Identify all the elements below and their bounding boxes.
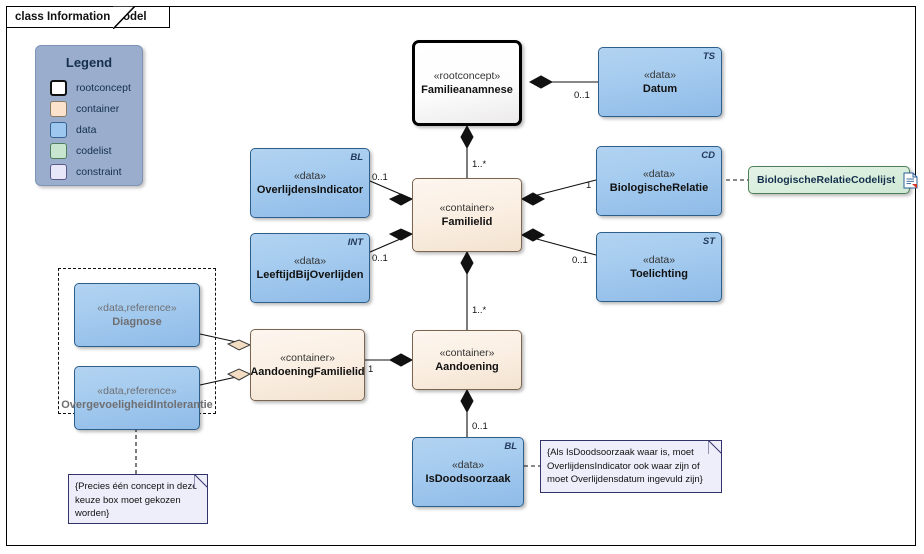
class-isdoodsoorzaak-stereotype: «data» [451,459,485,471]
class-aandoening[interactable]: «container» Aandoening [412,330,522,390]
legend-rows: rootconcept container data codelist cons… [50,78,142,182]
note-fold-corner-2 [707,439,723,455]
legend-title: Legend [65,55,113,70]
class-overlijdensindicator-type: BL [350,152,363,163]
note-keuzebox-text: {Precies één concept in deze keuze box m… [75,481,198,519]
class-datum-type: TS [702,51,715,62]
class-biologischerelatie-stereotype: «data» [642,168,676,180]
multiplicity-datum: 0..1 [574,90,590,101]
legend-label-data: data [76,124,97,136]
class-aandoeningfamilielid[interactable]: «container» AandoeningFamilielid [250,329,365,401]
class-overlijdensindicator-name: OverlijdensIndicator [256,184,364,196]
multiplicity-familielid-anamnese: 1..* [472,159,487,170]
multiplicity-toelichting: 0..1 [572,255,588,266]
legend-swatch-data [50,122,67,138]
class-diagnose[interactable]: «data,reference» Diagnose [74,283,200,347]
class-familielid-name: Familielid [441,216,493,228]
note-doodsoorzaak[interactable]: {Als IsDoodsoorzaak waar is, moet Overli… [540,439,723,493]
multiplicity-aandoening-familielid: 1..* [472,305,487,316]
class-leeftijdbijoverlijden-name: LeeftijdBijOverlijden [256,269,364,281]
legend-item-codelist: codelist [50,141,142,161]
class-familieanamnese[interactable]: «rootconcept» Familieanamnese [412,40,522,126]
class-diagnose-stereotype: «data,reference» [97,302,177,314]
class-overlijdensindicator-stereotype: «data» [293,170,327,182]
class-datum[interactable]: TS «data» Datum [598,47,722,117]
class-datum-name: Datum [642,83,678,95]
class-familieanamnese-stereotype: «rootconcept» [433,70,501,82]
class-overlijdensindicator[interactable]: BL «data» OverlijdensIndicator [250,148,370,218]
multiplicity-isdoodsoorzaak: 0..1 [472,421,488,432]
class-overgevoeligheidintolerantie-name: OvergevoeligheidIntolerantie [61,399,213,411]
class-familielid-stereotype: «container» [439,202,495,214]
class-leeftijdbijoverlijden-type: INT [347,237,363,248]
class-biologischerelatiecodelijst-name: BiologischeRelatieCodelijst [757,174,896,186]
legend-label-codelist: codelist [76,145,112,157]
multiplicity-leeftijdbijoverlijden: 0..1 [372,253,388,264]
class-diagnose-name: Diagnose [112,316,162,328]
class-isdoodsoorzaak-name: IsDoodsoorzaak [425,473,511,485]
legend-label-constraint: constraint [76,166,122,178]
multiplicity-aandoeningfamilielid: 1 [368,364,374,375]
legend-item-rootconcept: rootconcept [50,78,142,98]
class-familielid[interactable]: «container» Familielid [412,178,522,252]
note-doodsoorzaak-text: {Als IsDoodsoorzaak waar is, moet Overli… [547,447,703,485]
legend-swatch-codelist [50,143,67,159]
legend-item-container: container [50,99,142,119]
document-icon [903,172,918,189]
class-toelichting-stereotype: «data» [642,254,676,266]
diagram-frame-tab: class Information Model [6,6,170,28]
legend-swatch-constraint [50,164,67,180]
class-aandoening-name: Aandoening [435,361,499,373]
class-aandoeningfamilielid-stereotype: «container» [280,352,335,364]
class-aandoening-stereotype: «container» [439,347,495,359]
class-biologischerelatie-type: CD [701,150,715,161]
class-leeftijdbijoverlijden[interactable]: INT «data» LeeftijdBijOverlijden [250,233,370,303]
class-toelichting-type: ST [702,236,715,247]
multiplicity-overlijdensindicator: 0..1 [372,172,388,183]
class-overgevoeligheidintolerantie-stereotype: «data,reference» [97,385,177,397]
legend-swatch-container [50,101,67,117]
frame-tab-slant [113,6,135,29]
class-biologischerelatiecodelijst[interactable]: BiologischeRelatieCodelijst [748,166,918,194]
class-familieanamnese-name: Familieanamnese [421,84,513,96]
legend-label-container: container [76,103,120,115]
class-overgevoeligheidintolerantie[interactable]: «data,reference» OvergevoeligheidIntoler… [61,366,213,430]
legend-panel: Legend rootconcept container data codeli… [35,45,143,186]
class-leeftijdbijoverlijden-stereotype: «data» [293,255,327,267]
legend-label-rootconcept: rootconcept [76,82,131,94]
note-fold-corner [193,473,209,489]
class-toelichting[interactable]: ST «data» Toelichting [596,232,722,302]
diagram-frame [6,6,916,546]
legend-item-constraint: constraint [50,162,142,182]
multiplicity-biologischerelatie: 1 [586,180,592,191]
class-datum-stereotype: «data» [643,69,677,81]
class-isdoodsoorzaak[interactable]: BL «data» IsDoodsoorzaak [412,437,524,507]
class-isdoodsoorzaak-type: BL [504,441,517,452]
class-biologischerelatie-name: BiologischeRelatie [609,182,709,194]
legend-swatch-rootconcept [50,80,67,96]
class-biologischerelatie[interactable]: CD «data» BiologischeRelatie [596,146,722,216]
legend-item-data: data [50,120,142,140]
note-keuzebox[interactable]: {Precies één concept in deze keuze box m… [68,473,209,524]
class-toelichting-name: Toelichting [630,268,688,280]
class-aandoeningfamilielid-name: AandoeningFamilielid [250,366,365,378]
